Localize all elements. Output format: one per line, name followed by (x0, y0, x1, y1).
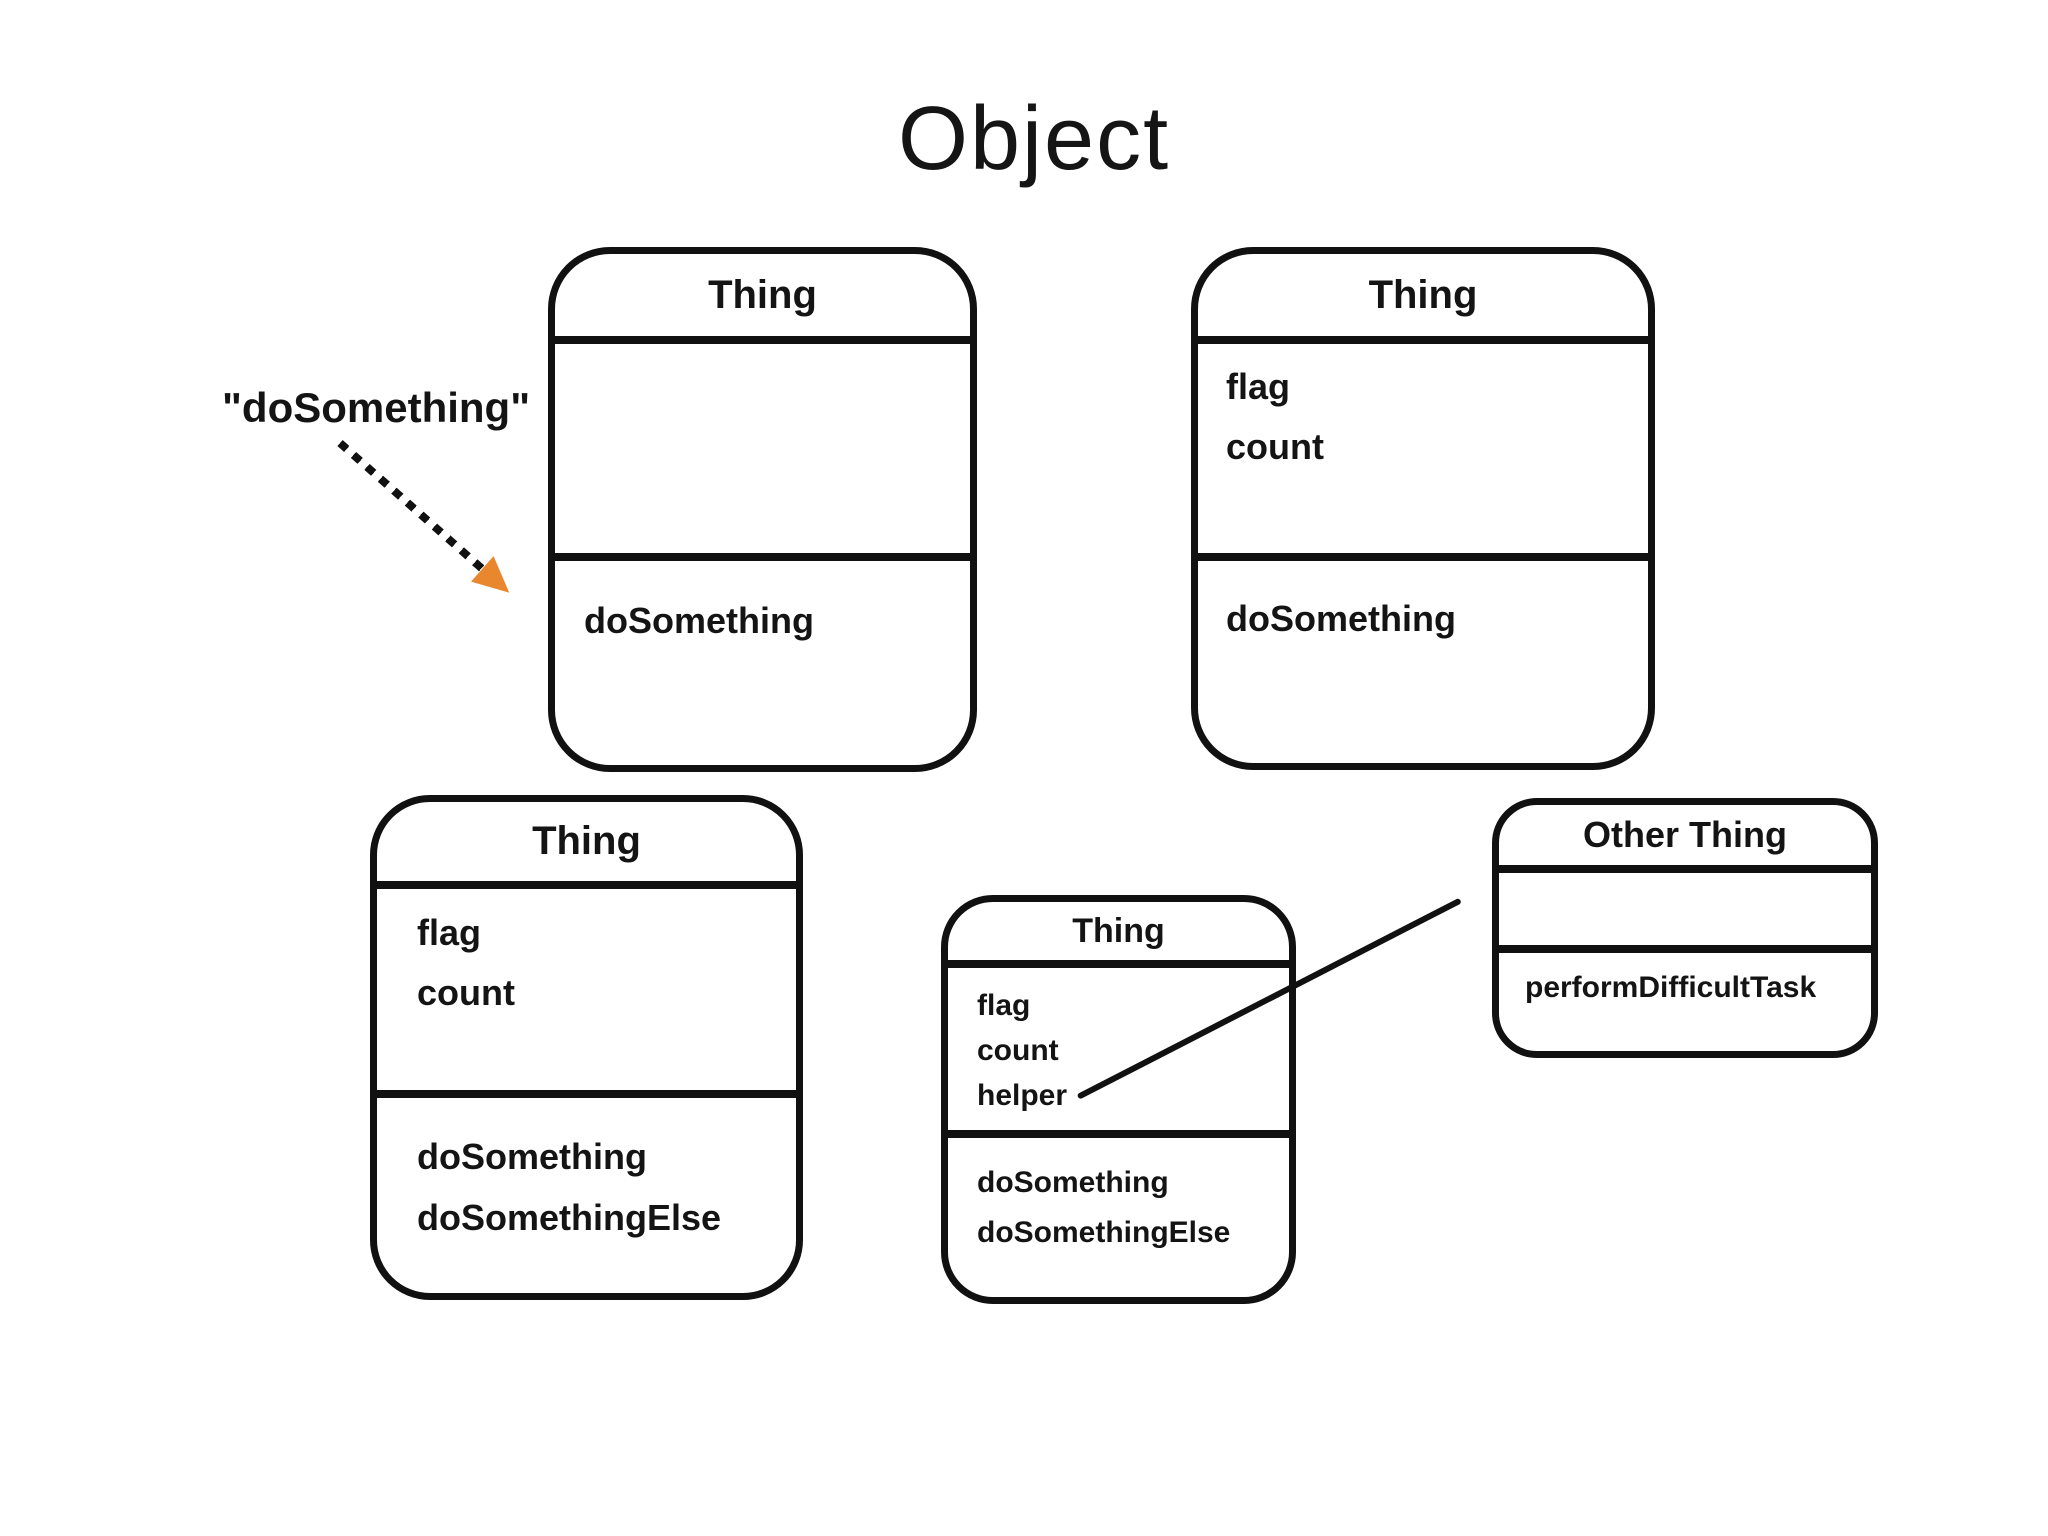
box-title: Thing (708, 272, 817, 317)
methods-section: doSomething doSomethingElse (377, 1090, 796, 1293)
attribute-count: count (417, 972, 515, 1013)
object-box-other-thing: Other Thing performDifficultTask (1492, 798, 1878, 1058)
object-box-thing-two-methods: Thing flag count doSomething doSomething… (370, 795, 803, 1300)
object-box-thing-attrs-methods: Thing flag count doSomething (1191, 247, 1655, 770)
method-doSomethingElse: doSomethingElse (417, 1197, 722, 1238)
attribute-flag: flag (977, 989, 1031, 1022)
methods-section: performDifficultTask (1499, 945, 1871, 1051)
box-title: Thing (1368, 272, 1478, 317)
attributes-section (555, 336, 970, 553)
attributes-section: flag count (1198, 336, 1648, 553)
method-performDifficultTask: performDifficultTask (1525, 971, 1817, 1004)
method-doSomething: doSomething (584, 600, 814, 641)
box-title: Thing (1072, 911, 1165, 950)
box-title: Thing (532, 819, 641, 863)
method-doSomething: doSomething (417, 1136, 647, 1177)
object-box-thing-with-helper: Thing flag count helper doSomething doSo… (941, 895, 1296, 1304)
arrowhead-icon (471, 556, 521, 606)
attributes-section: flag count helper (948, 960, 1289, 1130)
methods-section: doSomething (555, 553, 970, 765)
message-label-dosomething: "doSomething" (222, 384, 531, 431)
attribute-count: count (977, 1034, 1059, 1067)
method-doSomethingElse: doSomethingElse (977, 1216, 1231, 1249)
attribute-helper: helper (977, 1079, 1068, 1112)
method-doSomething: doSomething (1226, 598, 1456, 639)
attribute-flag: flag (1226, 366, 1291, 407)
attributes-section (1499, 865, 1871, 945)
methods-section: doSomething (1198, 553, 1648, 763)
box-title: Other Thing (1583, 814, 1787, 855)
page-title: Object (898, 89, 1171, 189)
methods-section: doSomething doSomethingElse (948, 1130, 1289, 1297)
object-box-thing-methods-only: Thing doSomething (548, 247, 977, 772)
attribute-count: count (1226, 426, 1324, 467)
attribute-flag: flag (417, 912, 482, 953)
attributes-section: flag count (377, 881, 796, 1090)
method-doSomething: doSomething (977, 1166, 1169, 1199)
dosomething-message-arrow (337, 440, 521, 606)
